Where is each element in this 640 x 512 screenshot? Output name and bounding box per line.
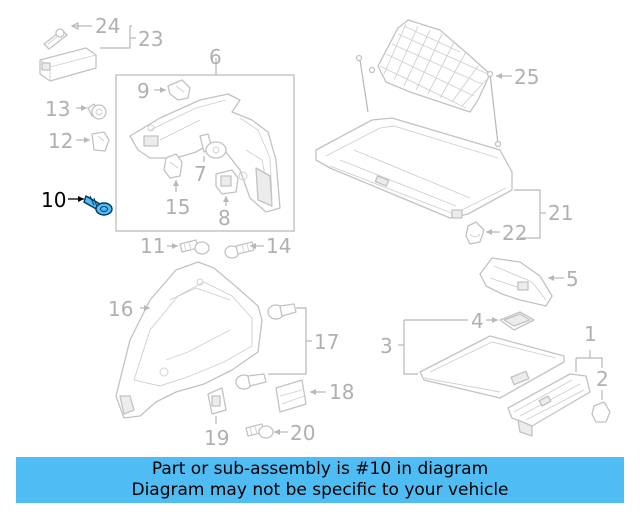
part-22-hook bbox=[465, 221, 485, 245]
part-12-clip bbox=[91, 131, 110, 152]
part-11-screw bbox=[179, 239, 210, 255]
part-18-plate bbox=[275, 379, 307, 413]
part-23-bracket-box bbox=[39, 47, 97, 82]
callout-13: 13 bbox=[45, 97, 70, 121]
part-15-fastener bbox=[163, 153, 183, 179]
callout-23: 23 bbox=[138, 27, 163, 51]
part-3-floor-board bbox=[419, 335, 565, 399]
part-20-screw bbox=[245, 423, 274, 439]
callout-3: 3 bbox=[380, 334, 393, 358]
part-1-sill-plate bbox=[507, 373, 591, 437]
callout-21: 21 bbox=[548, 201, 573, 225]
part-5-bracket bbox=[479, 257, 553, 307]
callout-14: 14 bbox=[266, 234, 291, 258]
callout-9: 9 bbox=[137, 79, 150, 103]
part-7-screw bbox=[199, 133, 227, 159]
part-4-pad bbox=[499, 311, 535, 331]
part-13-clip bbox=[87, 103, 107, 120]
part-14-screw bbox=[224, 241, 255, 259]
part-25-cargo-net bbox=[355, 19, 502, 148]
part-9-clip bbox=[167, 79, 191, 101]
callout-25: 25 bbox=[514, 65, 539, 89]
callout-24: 24 bbox=[95, 14, 120, 38]
callout-5: 5 bbox=[566, 267, 579, 291]
callout-6: 6 bbox=[209, 45, 222, 69]
part-8-retainer bbox=[215, 169, 239, 195]
callout-19: 19 bbox=[204, 426, 229, 450]
part-19-cover bbox=[207, 387, 227, 415]
part-21-tonneau-cover bbox=[315, 117, 513, 219]
callout-16: 16 bbox=[108, 297, 133, 321]
part-10-bolt-highlighted bbox=[83, 194, 113, 216]
part-24-pin bbox=[43, 28, 68, 50]
part-17-clip-upper bbox=[267, 303, 297, 320]
banner-line-part-number: Part or sub-assembly is #10 in diagram bbox=[151, 459, 489, 479]
part-6-quarter-trim-upper bbox=[129, 93, 281, 213]
callout-10: 10 bbox=[41, 188, 66, 212]
callout-22: 22 bbox=[502, 221, 527, 245]
callout-18: 18 bbox=[329, 380, 354, 404]
callout-17: 17 bbox=[314, 330, 339, 354]
callout-7: 7 bbox=[194, 162, 207, 186]
callout-15: 15 bbox=[165, 195, 190, 219]
part-17-clip-lower bbox=[235, 373, 267, 390]
callout-4: 4 bbox=[471, 309, 484, 333]
info-banner: Part or sub-assembly is #10 in diagram D… bbox=[16, 457, 624, 503]
part-16-quarter-trim-lower bbox=[115, 261, 263, 419]
banner-line-disclaimer: Diagram may not be specific to your vehi… bbox=[131, 480, 509, 500]
callout-20: 20 bbox=[290, 421, 315, 445]
callout-12: 12 bbox=[48, 129, 73, 153]
callout-8: 8 bbox=[218, 206, 231, 230]
callout-2: 2 bbox=[596, 367, 609, 391]
group-box-6 bbox=[115, 74, 295, 232]
callout-11: 11 bbox=[140, 234, 165, 258]
part-2-clip bbox=[591, 401, 611, 423]
callout-1: 1 bbox=[584, 322, 597, 346]
